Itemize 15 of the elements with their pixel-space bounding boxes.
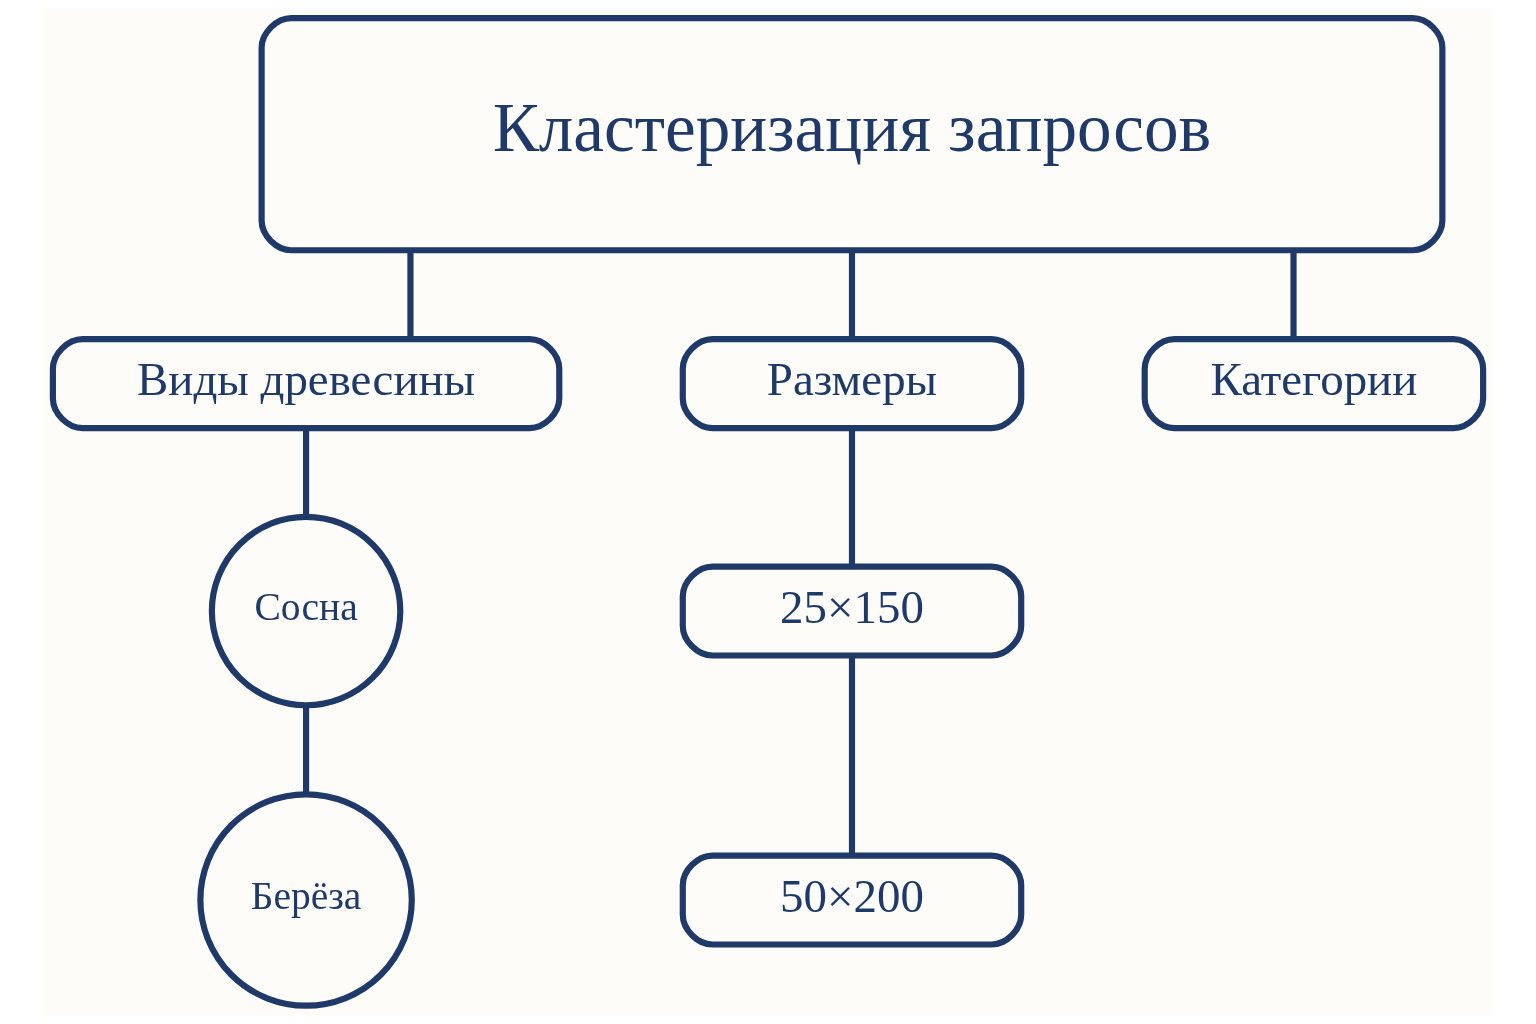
connector (848, 428, 856, 567)
connector (407, 250, 414, 339)
node-circle: Берёза (197, 791, 415, 1009)
node-box: Кластеризация запросов (258, 14, 1446, 254)
connector (303, 428, 310, 517)
node-box: Размеры (679, 336, 1025, 432)
node-box: 50×200 (679, 852, 1025, 948)
node-box: Категории (1141, 336, 1487, 432)
node-circle: Сосна (208, 513, 404, 709)
connector (848, 655, 856, 855)
connector (1290, 250, 1297, 339)
node-box: Виды древесины (49, 336, 563, 432)
connector (848, 250, 856, 339)
connector (303, 705, 310, 794)
node-box: 25×150 (679, 563, 1025, 659)
